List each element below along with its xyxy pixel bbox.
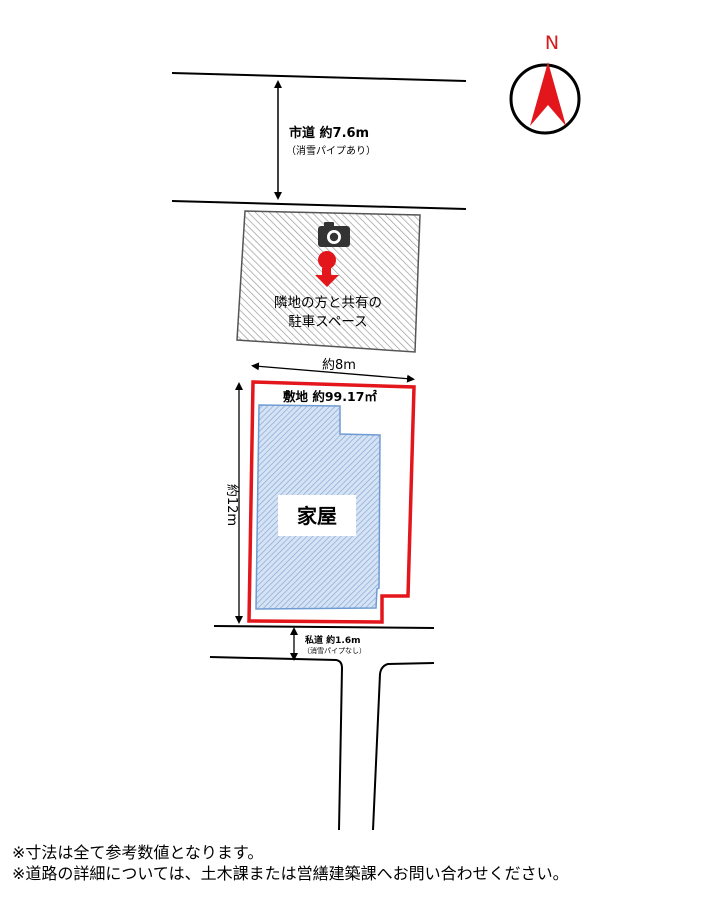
site-width-arrow <box>251 362 415 383</box>
view-direction-arrow-icon <box>315 251 339 287</box>
compass-circle <box>509 63 581 135</box>
house-label: 家屋 <box>297 504 337 528</box>
north-compass: N <box>509 32 581 135</box>
private-road-label: 私道 約1.6m <box>304 634 360 646</box>
compass-north-label: N <box>545 32 559 54</box>
house-label-box <box>278 495 356 536</box>
shared-parking-space: 隣地の方と共有の 駐車スペース <box>236 210 421 353</box>
footnote-dimensions: ※寸法は全て参考数値となります。 <box>12 843 264 862</box>
parking-label-line2: 駐車スペース <box>288 314 367 330</box>
private-road-north-edge <box>213 625 435 629</box>
private-road-east-edge <box>372 662 435 831</box>
camera-icon <box>318 222 350 247</box>
compass-arrow-icon <box>530 62 566 126</box>
city-road-note: （消雪パイプあり） <box>286 144 376 157</box>
footnote-road-inquiry: ※道路の詳細については、土木課または営繕建築課へお問い合わせください。 <box>12 864 569 883</box>
site-area-label: 敷地 約99.17㎡ <box>283 389 377 404</box>
city-road-south-edge <box>171 200 467 210</box>
parking-label-line1: 隣地の方と共有の <box>274 295 382 311</box>
footnotes: ※寸法は全て参考数値となります。 ※道路の詳細については、土木課または営繕建築課… <box>12 842 569 884</box>
city-road-label: 市道 約7.6m <box>289 125 369 141</box>
site-width-label: 約8m <box>322 358 356 373</box>
private-road-note: （消雪パイプなし） <box>303 646 366 655</box>
site-depth-label: 約12m <box>224 484 239 526</box>
city-road-north-edge <box>171 72 467 82</box>
private-road-west-edge <box>209 656 344 831</box>
